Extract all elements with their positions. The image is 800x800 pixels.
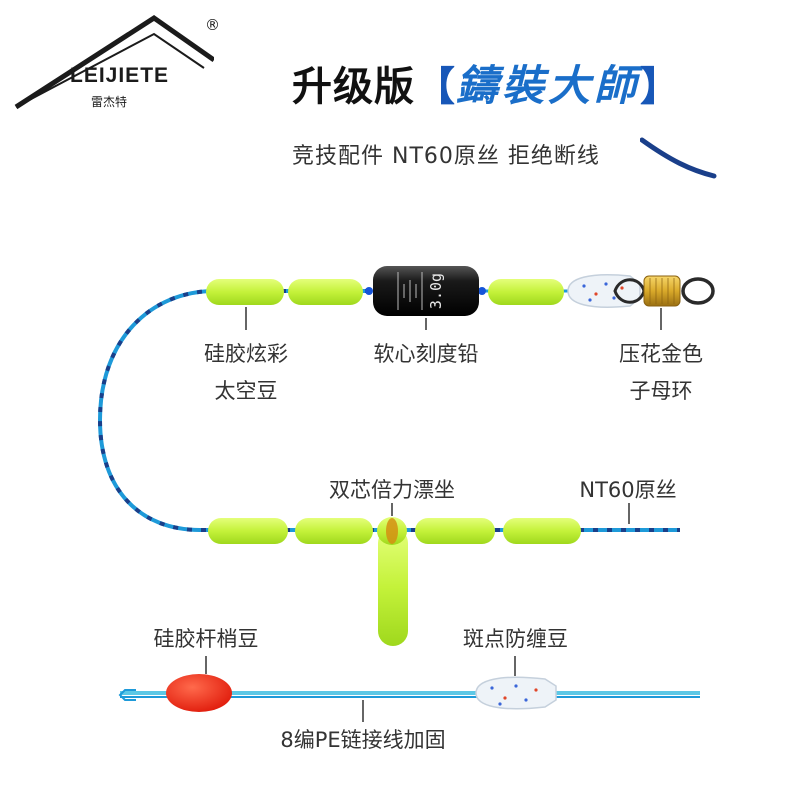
subtitle: 竞技配件 NT60原丝 拒绝断线: [292, 144, 600, 169]
sinker: 3.0g: [365, 266, 486, 316]
label-pe-line: 8编PE链接线加固: [280, 728, 446, 752]
space-bean: [503, 518, 581, 544]
headline-upgrade: 升级版: [292, 64, 415, 110]
label-space-bean-line2: 太空豆: [214, 379, 278, 403]
brand-chinese-name: 雷杰特: [91, 95, 128, 109]
float-seat: [377, 517, 408, 646]
label-snap-line2: 子母环: [629, 379, 693, 403]
page-title: 升级版【鑄裝大師】: [292, 52, 681, 113]
label-nt60-line: NT60原丝: [579, 478, 677, 502]
label-sinker: 软心刻度铅: [373, 342, 479, 366]
space-bean: [295, 518, 373, 544]
space-bean: [415, 518, 495, 544]
anti-tangle-bean: [475, 676, 557, 710]
bracket-close: 】: [640, 64, 682, 110]
sinker-marking: 3.0g: [427, 273, 445, 309]
space-bean: [208, 518, 288, 544]
rod-tip-bean: [166, 674, 232, 712]
label-space-bean-line1: 硅胶炫彩: [204, 342, 288, 366]
brand-name: LEIJIETE: [70, 64, 170, 87]
label-snap-line1: 压花金色: [619, 342, 703, 366]
registered-mark: ®: [205, 16, 220, 34]
space-bean: [206, 279, 284, 305]
gold-snap-swivel: [613, 275, 715, 307]
label-float-seat: 双芯倍力漂坐: [329, 478, 455, 502]
label-anti-tangle-bean: 斑点防缠豆: [463, 627, 568, 651]
space-bean: [488, 279, 564, 305]
space-bean: [288, 279, 363, 305]
brush-tail-icon: [640, 137, 717, 179]
brush-title: 鑄裝大師: [456, 61, 641, 110]
brand-logo-roof-icon: [14, 14, 214, 110]
label-rod-tip-bean: 硅胶杆梢豆: [153, 627, 259, 651]
bracket-open: 【: [415, 64, 456, 110]
